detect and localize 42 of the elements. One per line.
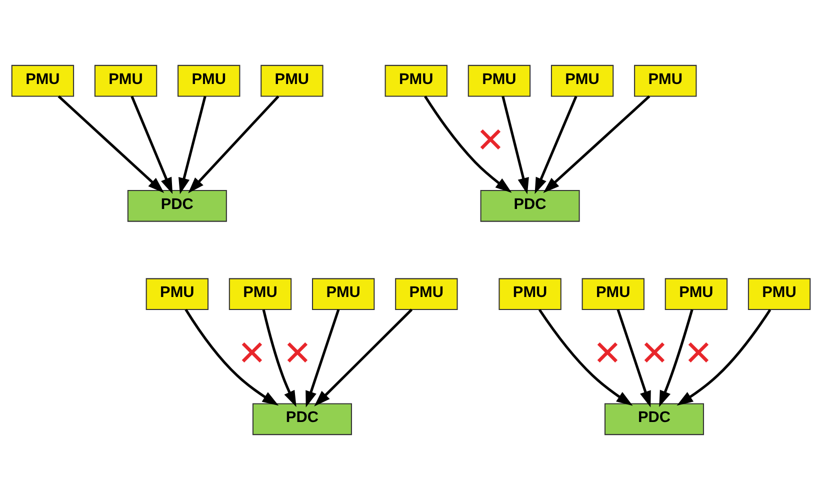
arrow [538,308,633,406]
node-box: PMU [146,278,209,310]
arrow [306,308,340,407]
node-box: PMU [11,64,74,96]
node-box: PMU [228,278,292,310]
node-box: PMU [468,64,531,96]
node-box: PMU [634,64,697,96]
node-box: PMU [498,278,562,310]
arrow [314,308,413,406]
node-box: PMU [550,64,614,96]
edge-label: ✕ [476,121,504,160]
node-box: PMU [260,64,324,96]
edge-label: ✕ [684,334,712,373]
node-box: PDC [127,189,227,222]
arrow [424,95,512,192]
arrow [188,94,280,193]
arrow [502,96,529,194]
edge-label: ✕ [283,334,312,373]
node-box: PMU [384,64,448,96]
node-box: PMU [582,278,644,310]
node-box: PMU [178,64,240,96]
arrow [534,95,578,194]
edge-label: ✕ [593,334,622,373]
node-box: PMU [94,64,158,96]
node-box: PMU [664,278,728,310]
node-box: PDC [604,402,704,435]
arrow [58,94,164,193]
arrow [543,94,650,193]
arrow [676,308,772,406]
arrow [130,95,173,194]
node-box: PDC [480,189,580,222]
node-box: PMU [748,278,811,310]
node-box: PMU [395,278,458,310]
node-box: PDC [252,402,352,435]
arrow [178,96,206,194]
edge-label: ✕ [238,334,266,373]
arrow [616,308,651,407]
arrow [262,308,296,406]
arrow [184,308,279,406]
edge-label: ✕ [640,334,668,373]
arrow [659,308,694,406]
node-box: PMU [312,278,375,310]
